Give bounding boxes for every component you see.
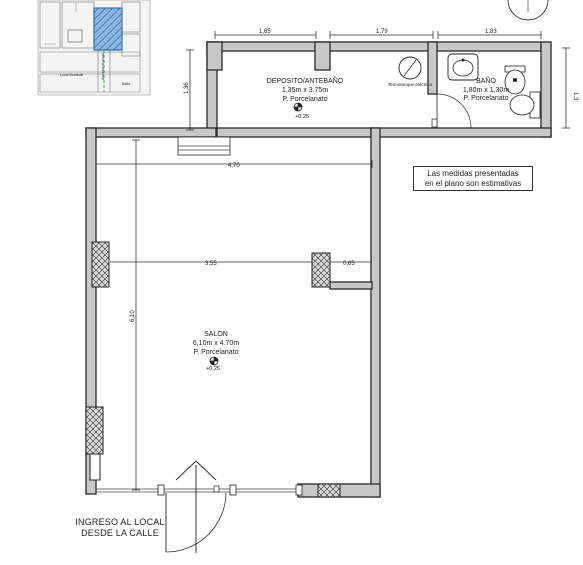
window-opening: [177, 136, 231, 156]
entry-arrow-icon: [175, 460, 217, 553]
entry-line-2: DESDE LA CALLE: [81, 528, 159, 538]
key-map-label-local: Local Illuminati: [60, 73, 83, 77]
estimate-note: Las medidas presentadas en el plano son …: [413, 166, 533, 191]
bano-label: BAÑO 1,80m x 1,30m P. Porcelanato: [463, 76, 509, 102]
room-name-salon: SALON: [204, 331, 228, 338]
entry-label: INGRESO AL LOCAL DESDE LA CALLE: [70, 517, 170, 539]
column-right: [311, 252, 331, 288]
dim-top-1: 1,65: [259, 29, 271, 35]
dim-deposit-height: 1,36: [184, 82, 190, 94]
deposito-label: DEPOSITO/ANTEBAÑO 1,35m x 3.75m P. Porce…: [267, 76, 344, 120]
level-marker-icon: [209, 356, 219, 366]
room-floor-bano: P. Porcelanato: [463, 95, 508, 102]
dimension-lines: [95, 31, 570, 491]
room-size-deposito: 1,35m x 3.75m: [282, 87, 328, 94]
room-floor-salon: P. Porcelanato: [193, 349, 238, 356]
key-map-label-bano: Baño: [122, 82, 130, 86]
dim-salon-width: 4,70: [228, 163, 240, 169]
dim-top-2: 1,79: [376, 29, 388, 35]
salon-label: SALON 6,10m x 4.70m P. Porcelanato +0.25: [193, 331, 239, 372]
room-name-deposito: DEPOSITO/ANTEBAÑO: [267, 76, 344, 85]
column-left-lower: [85, 406, 104, 455]
highlighted-unit: [93, 7, 123, 51]
room-level-salon: +0.25: [206, 366, 220, 372]
sink-icon: [447, 53, 479, 81]
level-marker-icon: [293, 102, 303, 112]
entry-door: [165, 485, 227, 553]
dim-salon-inner-width: 3,55: [205, 261, 217, 267]
dim-salon-length: 6,10: [130, 310, 136, 322]
room-level-deposito: +0.25: [295, 114, 309, 120]
north-compass: [507, 0, 549, 21]
dim-side-offset: 0,65: [343, 261, 355, 267]
note-line-2: en el plano son estimativas: [424, 179, 522, 188]
key-map-label-access: Acceso al local: [100, 53, 105, 80]
column-bottom: [317, 483, 341, 498]
water-heater-icon: [398, 56, 422, 80]
dim-top-3: 1,83: [485, 29, 497, 35]
bidet-icon: [504, 65, 526, 95]
room-name-bano: BAÑO: [476, 76, 496, 85]
entry-line-1: INGRESO AL LOCAL: [75, 517, 165, 527]
note-line-1: Las medidas presentadas: [427, 169, 519, 178]
storefront: [96, 484, 303, 496]
key-map: Acceso al local Local Illuminati Baño: [37, 0, 151, 96]
water-heater-label: Termotanque eléctrico: [388, 82, 433, 87]
toilet-icon: [509, 91, 541, 119]
room-size-bano: 1,80m x 1,30m: [463, 87, 509, 94]
room-floor-deposito: P. Porcelanato: [282, 96, 327, 103]
dim-right-edge: 1,3: [572, 92, 578, 101]
room-size-salon: 6,10m x 4.70m: [193, 340, 239, 347]
bathroom-door: [431, 93, 472, 129]
column-left-upper: [91, 241, 110, 288]
